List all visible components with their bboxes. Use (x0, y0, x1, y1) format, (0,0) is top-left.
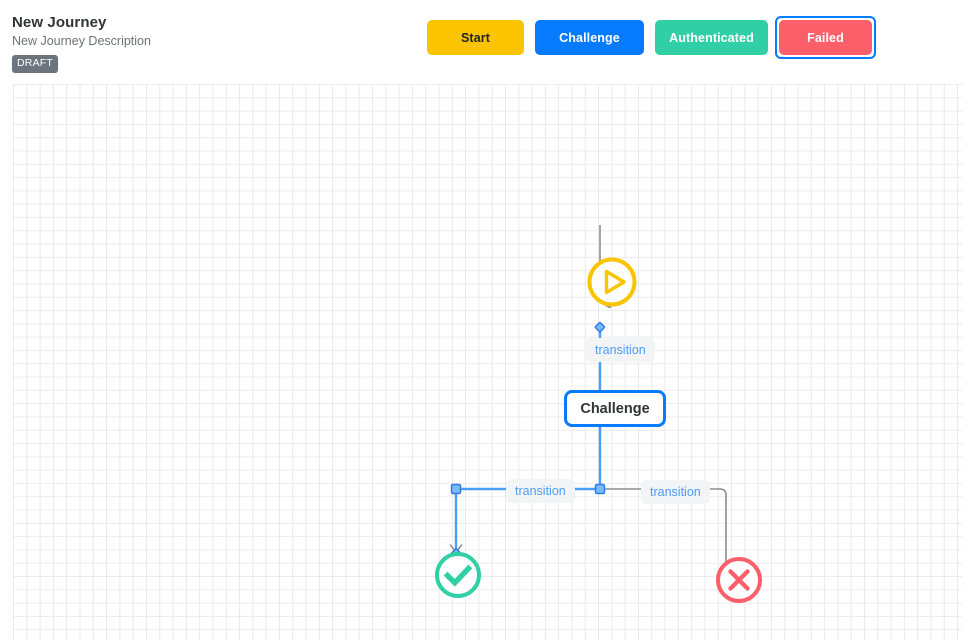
node-start[interactable] (585, 255, 639, 309)
state-button-failed[interactable]: Failed (779, 20, 872, 55)
state-button-start[interactable]: Start (427, 20, 524, 55)
state-button-wrap-challenge: Challenge (535, 20, 644, 55)
failure-x-icon (716, 557, 762, 603)
edge-challenge-to-success[interactable] (449, 321, 606, 559)
success-check-icon (435, 552, 481, 598)
edge-label-start-to-challenge[interactable]: transition (586, 338, 655, 362)
node-challenge-label: Challenge (580, 400, 650, 417)
edge-challenge-to-failed[interactable] (605, 488, 726, 567)
state-button-group: Start Challenge Authenticated Failed (427, 16, 876, 59)
state-button-wrap-authenticated: Authenticated (655, 20, 768, 55)
state-button-wrap-failed: Failed (775, 16, 876, 59)
page-header: New Journey New Journey Description DRAF… (0, 0, 978, 84)
page-subtitle: New Journey Description (12, 34, 151, 48)
page-title: New Journey (12, 14, 107, 31)
state-button-authenticated[interactable]: Authenticated (655, 20, 768, 55)
edge-label-challenge-to-success[interactable]: transition (506, 479, 575, 503)
edge-handle-source-diamond (594, 321, 606, 333)
state-button-challenge[interactable]: Challenge (535, 20, 644, 55)
flow-edges (449, 225, 962, 640)
edge-handle-corner (450, 483, 462, 495)
status-badge: DRAFT (12, 55, 58, 73)
edge-label-challenge-to-failed[interactable]: transition (641, 480, 710, 504)
node-failed[interactable] (714, 555, 764, 605)
node-challenge[interactable]: Challenge (564, 390, 666, 427)
flow-canvas[interactable]: transition transition transition Challen… (13, 84, 962, 640)
title-block: New Journey New Journey Description DRAF… (12, 14, 151, 73)
start-play-icon (587, 257, 637, 307)
state-button-wrap-start: Start (427, 20, 524, 55)
edge-handle-junction (594, 483, 606, 495)
node-success[interactable] (433, 550, 483, 600)
